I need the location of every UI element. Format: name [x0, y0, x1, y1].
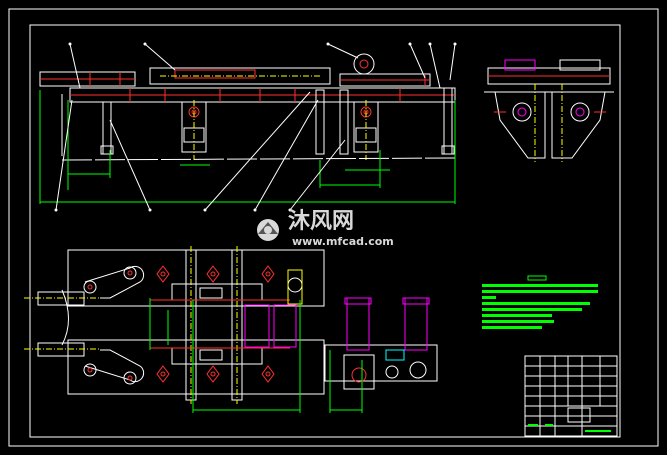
- watermark-url: www.mfcad.com: [292, 235, 394, 248]
- front-elevation-view: [39, 42, 457, 212]
- title-block: [524, 355, 618, 437]
- leader-line: [69, 43, 81, 89]
- inner-frame: [29, 24, 621, 438]
- outer-frame: [8, 8, 659, 447]
- side-elevation-view: [484, 59, 614, 162]
- plan-view: [24, 246, 438, 413]
- watermark-brand: 沐风网: [288, 209, 354, 234]
- left-hopper: [494, 91, 546, 159]
- right-hopper: [551, 91, 606, 159]
- right-leg: [443, 87, 453, 155]
- watermark: 沐风网 www.mfcad.com: [257, 209, 394, 248]
- watermark-logo-icon: [257, 219, 279, 241]
- technical-notes: [482, 275, 598, 329]
